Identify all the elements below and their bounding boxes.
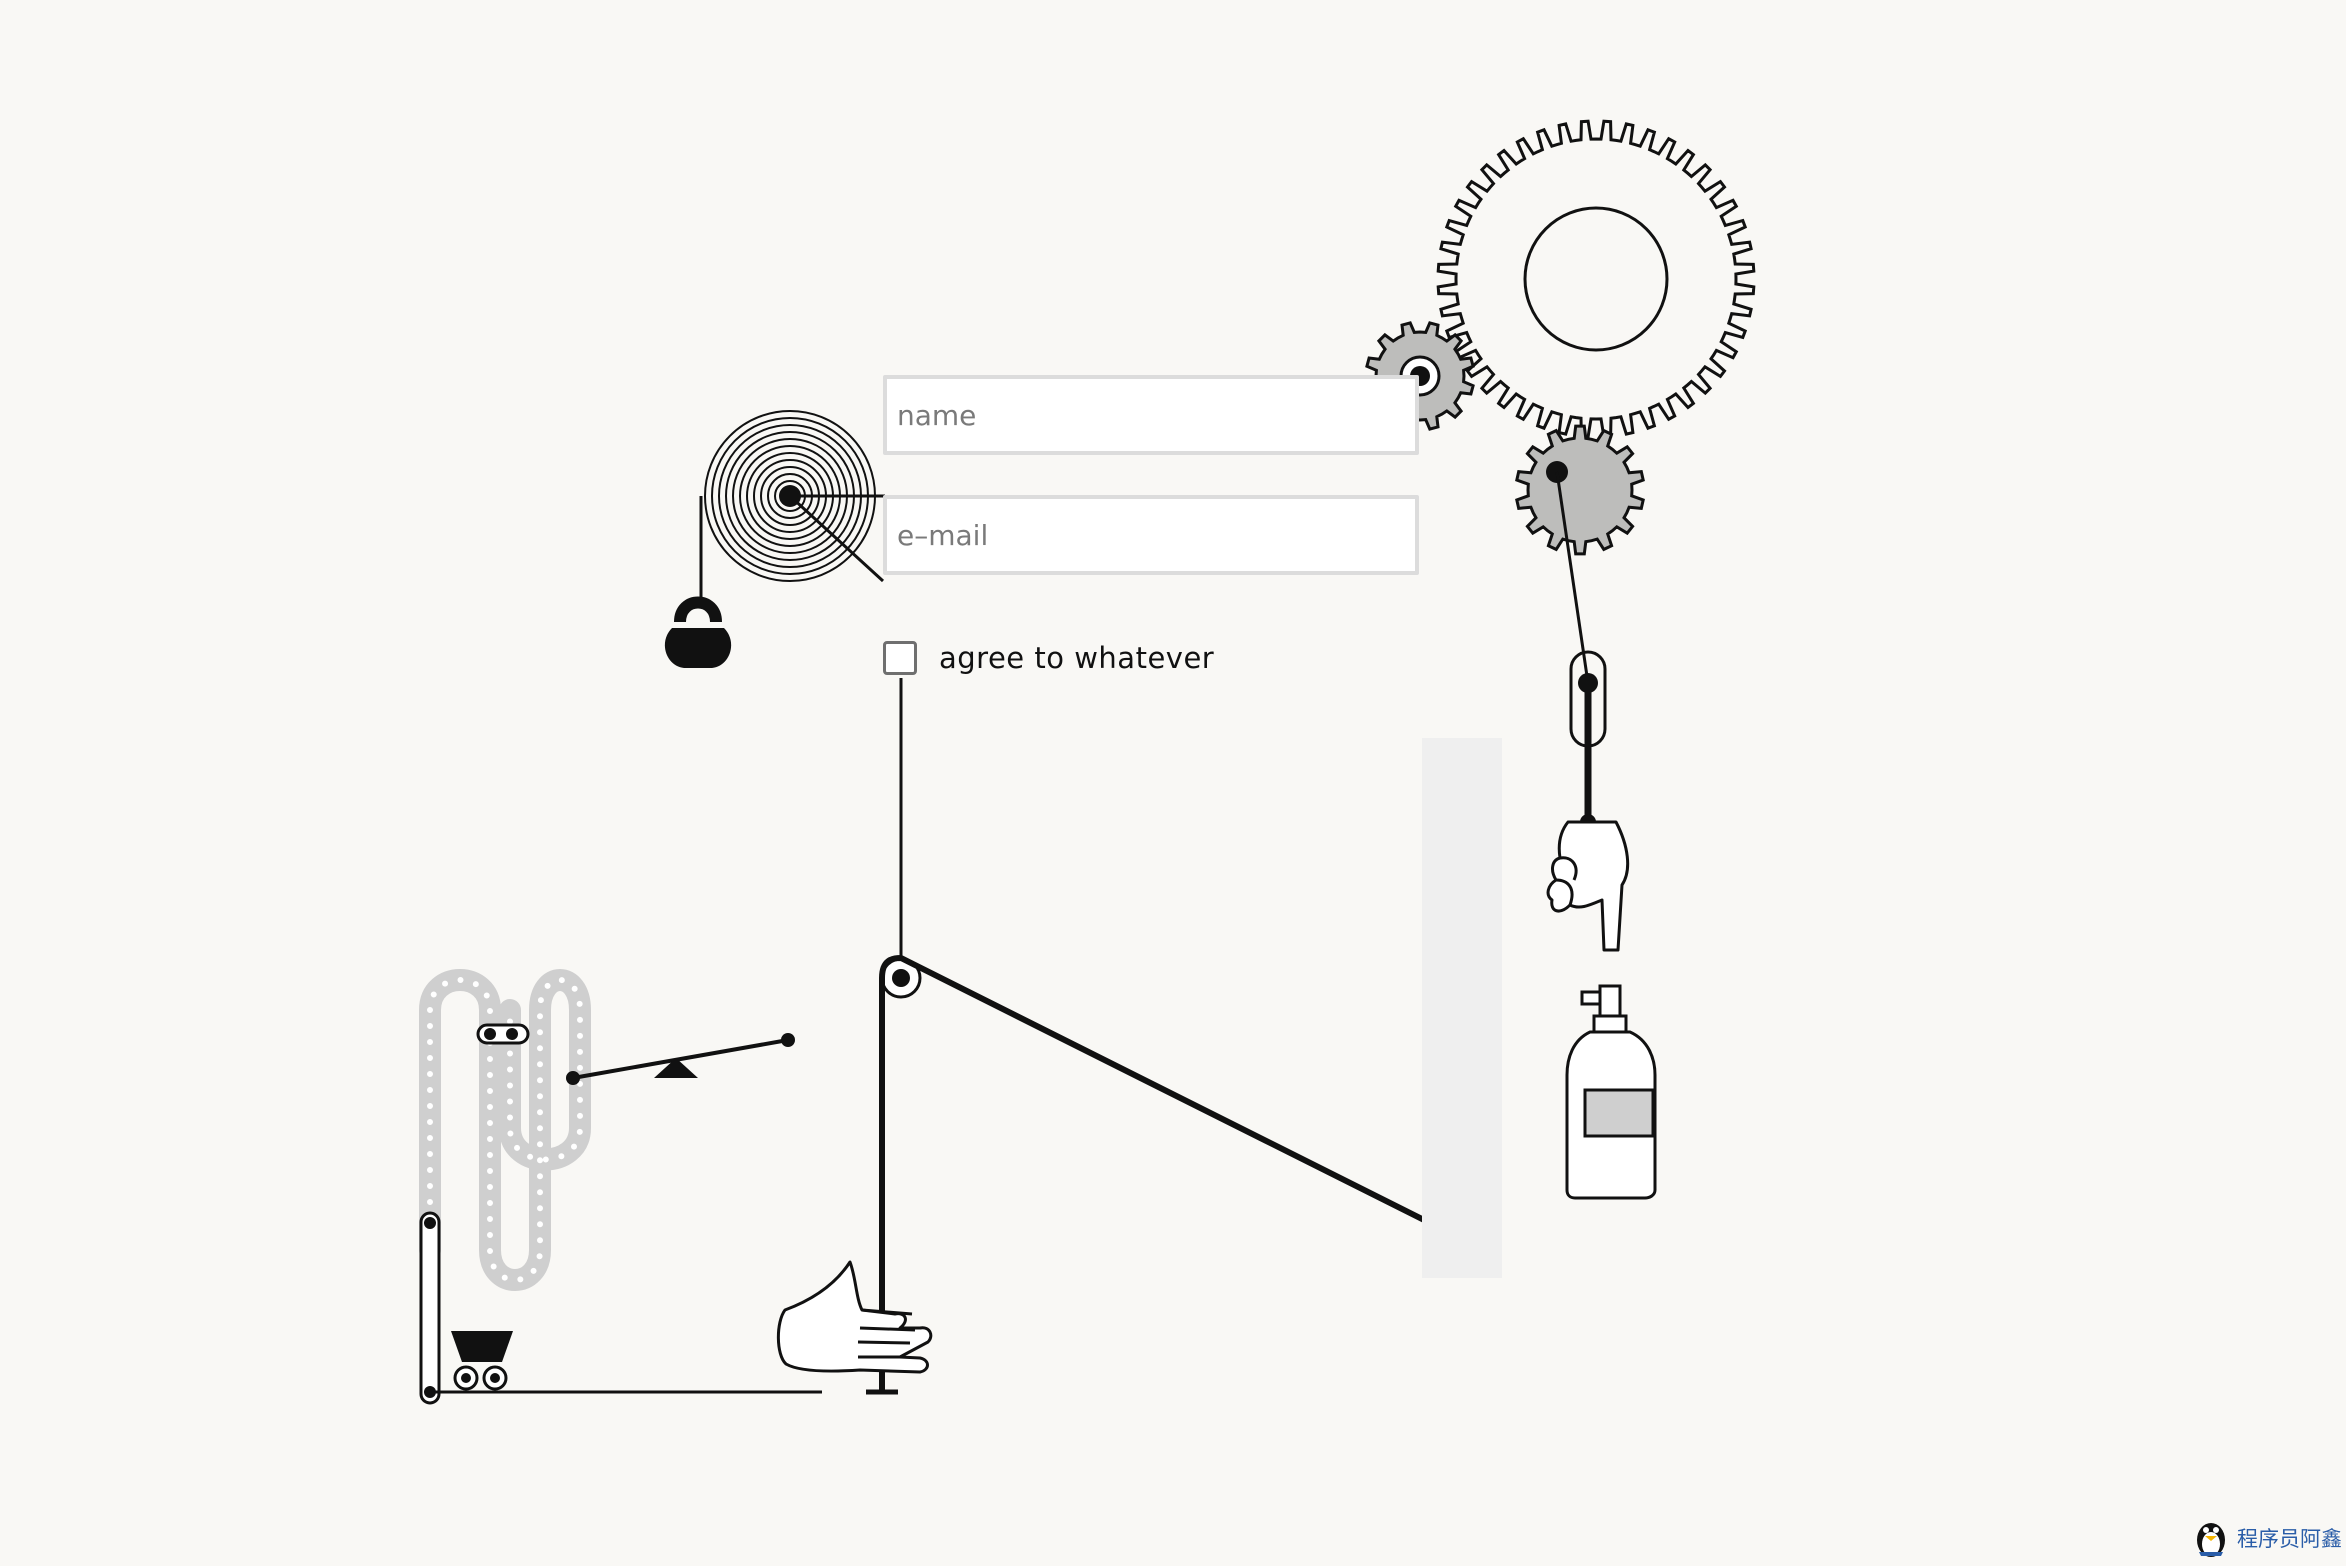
agree-checkbox[interactable] [883, 641, 917, 675]
chain-conveyor-icon [419, 969, 591, 1291]
watermark: 程序员阿鑫 [2191, 1518, 2342, 1558]
open-hand-icon [776, 1260, 933, 1374]
kettlebell-icon [664, 596, 732, 668]
slide-rail [1422, 738, 1502, 1278]
cart-icon [451, 1331, 513, 1391]
track-post [419, 1211, 441, 1405]
gear-rod [1555, 471, 1590, 684]
penguin-icon [2191, 1518, 2231, 1558]
lower-gear-icon [1515, 424, 1645, 556]
watermark-text: 程序员阿鑫 [2237, 1527, 2342, 1551]
big-gear-icon [1436, 119, 1756, 439]
name-input[interactable] [883, 375, 1419, 455]
seesaw-icon [566, 1033, 795, 1085]
agree-label: agree to whatever [939, 641, 1215, 675]
pointing-hand-icon [1546, 820, 1630, 952]
spray-bottle-icon [1565, 984, 1657, 1200]
agree-row[interactable]: agree to whatever [883, 639, 1214, 677]
email-input[interactable] [883, 495, 1419, 575]
